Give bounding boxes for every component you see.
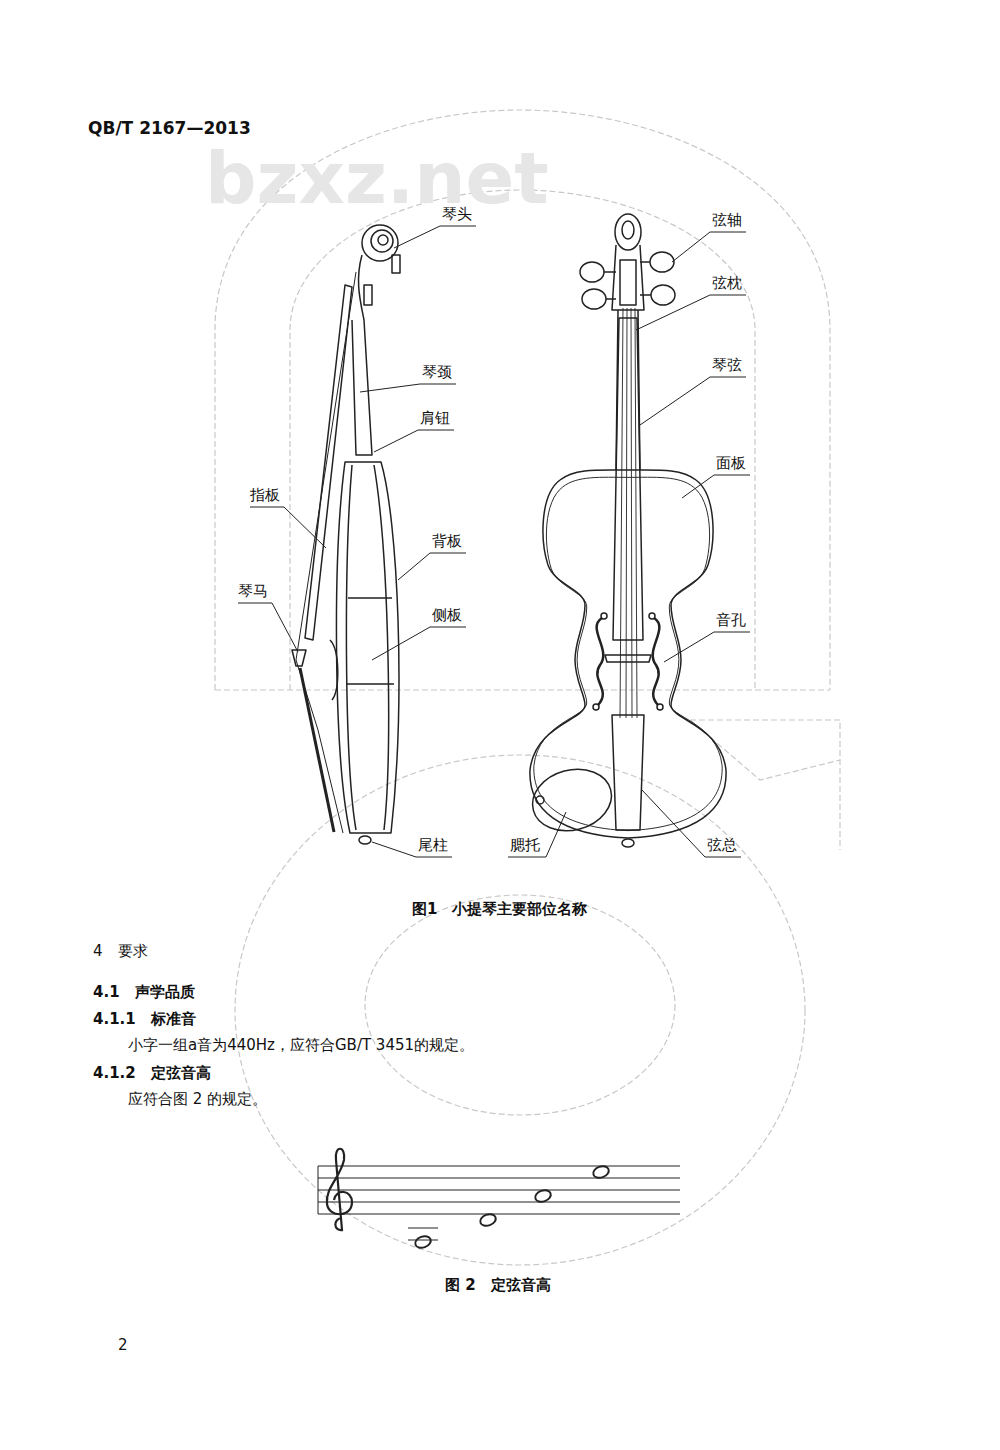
part-name: 弦总 xyxy=(707,836,737,854)
music-staff xyxy=(318,1149,680,1250)
part-name: 弦轴 xyxy=(712,211,742,229)
part-name: 腮托 xyxy=(510,836,540,854)
page-number: 2 xyxy=(118,1336,128,1354)
section-heading: 4.1.1 标准音 xyxy=(93,1010,196,1028)
body-text: 应符合图 2 的规定。 xyxy=(128,1090,267,1108)
watermark: bzxz.net xyxy=(205,135,549,221)
part-name: 尾柱 xyxy=(418,836,448,854)
part-name: 弦枕 xyxy=(712,274,742,292)
leader-lines xyxy=(238,226,750,857)
violin-side-view xyxy=(292,225,400,844)
body-text: 小字一组a音为440Hz，应符合GB/T 3451的规定。 xyxy=(128,1036,474,1054)
figure-caption: 图 2 定弦音高 xyxy=(445,1276,551,1294)
section-heading: 4.1.2 定弦音高 xyxy=(93,1064,211,1082)
part-name: 琴头 xyxy=(442,205,472,223)
document-code: QB/T 2167—2013 xyxy=(88,118,251,138)
part-name: 音孔 xyxy=(716,611,746,629)
part-name: 背板 xyxy=(432,532,462,550)
section-heading: 4.1 声学品质 xyxy=(93,983,195,1001)
section-heading: 4 要求 xyxy=(93,942,148,960)
part-name: 指板 xyxy=(250,486,280,504)
figure-caption: 图1 小提琴主要部位名称 xyxy=(412,900,587,918)
part-name: 侧板 xyxy=(432,606,462,624)
part-name: 琴弦 xyxy=(712,356,742,374)
part-name: 琴马 xyxy=(238,582,268,600)
part-name: 琴颈 xyxy=(422,363,452,381)
part-name: 面板 xyxy=(716,454,746,472)
violin-front-view xyxy=(526,214,726,847)
part-name: 肩钮 xyxy=(420,409,450,427)
